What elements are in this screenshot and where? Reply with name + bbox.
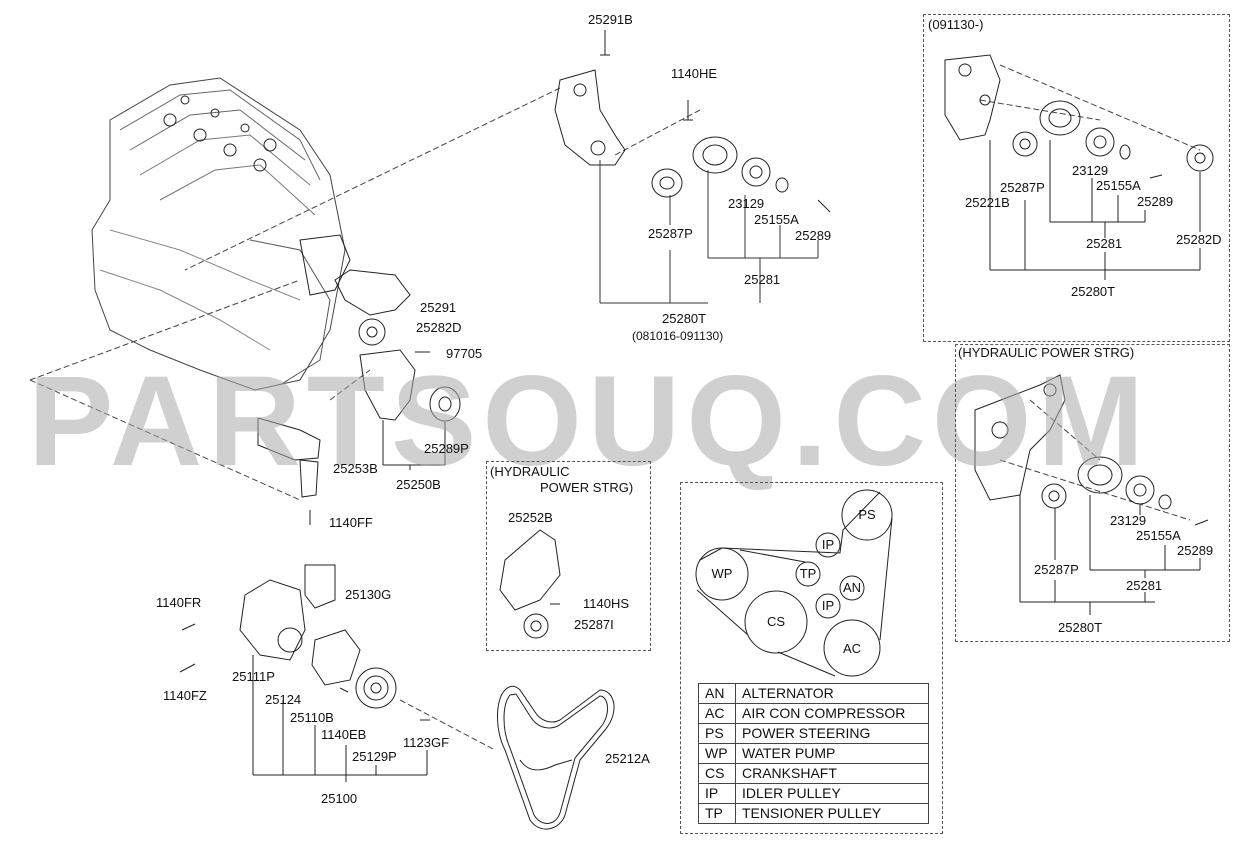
part-25129P[interactable]: 25129P — [352, 749, 397, 764]
part-25130G[interactable]: 25130G — [345, 587, 392, 602]
part-23129-tr[interactable]: 23129 — [1072, 163, 1109, 178]
part-1140FR[interactable]: 1140FR — [156, 595, 202, 610]
part-25250B[interactable]: 25250B — [396, 477, 441, 492]
legend-desc: ALTERNATOR — [735, 683, 929, 704]
pulley-label-wp: WP — [711, 566, 733, 581]
part-25155A-tr[interactable]: 25155A — [1096, 178, 1141, 193]
part-25281-br[interactable]: 25281 — [1126, 578, 1163, 593]
watermark-text: PARTSOUQ.COM — [28, 350, 1151, 493]
part-25287P-a[interactable]: 25287P — [648, 226, 693, 241]
part-25281-tr[interactable]: 25281 — [1086, 236, 1123, 251]
part-25100[interactable]: 25100 — [321, 791, 358, 806]
engine-block-drawing — [91, 77, 351, 391]
pulley-label-ip-2: IP — [821, 598, 835, 613]
top-right-assembly-drawing — [944, 54, 1214, 280]
part-25291[interactable]: 25291 — [420, 300, 457, 315]
part-25155A-a[interactable]: 25155A — [754, 212, 799, 227]
pulley-label-tp: TP — [799, 566, 817, 581]
part-25289P[interactable]: 25289P — [424, 441, 469, 456]
drive-belt-drawing — [497, 685, 615, 830]
hydraulic-assembly-drawing — [974, 374, 1209, 615]
part-1140FZ[interactable]: 1140FZ — [163, 688, 207, 703]
part-97705[interactable]: 97705 — [446, 346, 483, 361]
pulley-label-cs: CS — [766, 614, 786, 629]
tensioner-bracket-drawing — [554, 30, 831, 213]
legend-desc: POWER STEERING — [735, 723, 929, 744]
part-25280T-tr[interactable]: 25280T — [1071, 284, 1116, 299]
part-25212A[interactable]: 25212A — [605, 751, 650, 766]
legend-code: TP — [698, 803, 736, 824]
part-25282D[interactable]: 25282D — [416, 320, 462, 335]
part-25289-a[interactable]: 25289 — [795, 228, 832, 243]
legend-code: AN — [698, 683, 736, 704]
legend-code: CS — [698, 763, 736, 784]
part-25282D-tr[interactable]: 25282D — [1176, 232, 1222, 247]
part-25253B[interactable]: 25253B — [333, 461, 378, 476]
idler-bracket-drawing — [257, 269, 461, 525]
section-title-hydraulic-right: (HYDRAULIC POWER STRG) — [958, 345, 1135, 360]
part-1123GF[interactable]: 1123GF — [403, 735, 450, 750]
legend-desc: IDLER PULLEY — [735, 783, 929, 804]
legend-desc: CRANKSHAFT — [735, 763, 929, 784]
part-1140HS[interactable]: 1140HS — [583, 596, 630, 611]
pulley-label-ac: AC — [842, 641, 862, 656]
legend-code: PS — [698, 723, 736, 744]
legend-code: AC — [698, 703, 736, 724]
part-1140EB[interactable]: 1140EB — [321, 727, 367, 742]
belt-routing-schematic — [695, 489, 893, 677]
part-25280T-br[interactable]: 25280T — [1058, 620, 1103, 635]
part-25110B[interactable]: 25110B — [290, 710, 334, 725]
part-25111P[interactable]: 25111P — [232, 669, 275, 684]
part-25287I[interactable]: 25287I — [574, 617, 614, 632]
part-1140HE[interactable]: 1140HE — [671, 66, 718, 81]
part-1140FF[interactable]: 1140FF — [329, 515, 373, 530]
hydraulic-bracket-drawing — [499, 529, 561, 639]
section-title-hydraulic-mid-1: (HYDRAULIC — [490, 464, 570, 479]
part-25281-a[interactable]: 25281 — [744, 272, 781, 287]
part-23129-a[interactable]: 23129 — [728, 196, 765, 211]
pulley-label-ip-1: IP — [821, 537, 835, 552]
part-25221B-tr[interactable]: 25221B — [965, 195, 1010, 210]
section-title-091130: (091130-) — [928, 17, 984, 32]
part-25289-tr[interactable]: 25289 — [1137, 194, 1174, 209]
section-box-hydraulic-right — [955, 344, 1230, 642]
legend-desc: WATER PUMP — [735, 743, 929, 764]
legend-desc: TENSIONER PULLEY — [735, 803, 929, 824]
section-box-091130 — [923, 14, 1230, 342]
part-25124[interactable]: 25124 — [265, 692, 302, 707]
pulley-label-an: AN — [842, 580, 862, 595]
section-title-hydraulic-mid-2: POWER STRG) — [540, 480, 634, 495]
part-25280T-range: (081016-091130) — [632, 329, 724, 343]
section-box-hydraulic-mid — [486, 461, 651, 651]
part-25280T-a[interactable]: 25280T — [662, 311, 707, 326]
legend-desc: AIR CON COMPRESSOR — [735, 703, 929, 724]
part-25287P-br[interactable]: 25287P — [1034, 562, 1079, 577]
part-25289-br[interactable]: 25289 — [1177, 543, 1214, 558]
part-25252B[interactable]: 25252B — [508, 510, 553, 525]
part-23129-br[interactable]: 23129 — [1110, 513, 1147, 528]
part-25155A-br[interactable]: 25155A — [1136, 528, 1181, 543]
water-pump-drawing — [179, 564, 430, 782]
pulley-label-ps: PS — [858, 507, 876, 522]
section-box-belt-routing — [680, 482, 943, 834]
legend-code: WP — [698, 743, 736, 764]
part-25291B[interactable]: 25291B — [588, 12, 633, 27]
legend-code: IP — [698, 783, 736, 804]
part-25287P-tr[interactable]: 25287P — [1000, 180, 1045, 195]
